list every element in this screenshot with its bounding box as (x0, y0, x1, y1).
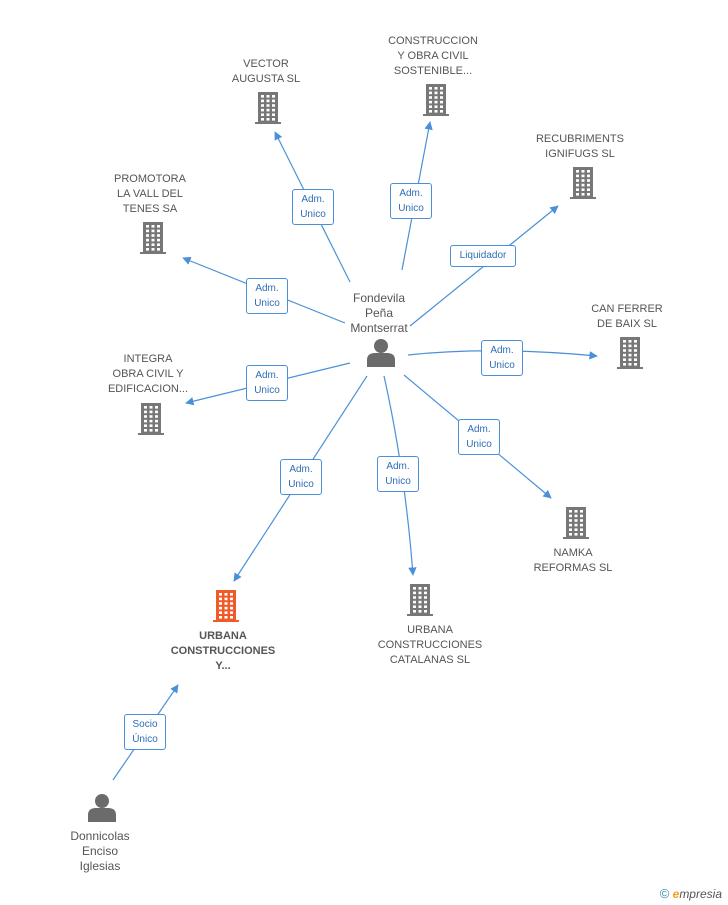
company-label-integra[interactable]: INTEGRA OBRA CIVIL Y EDIFICACION... (107, 353, 189, 395)
role-badge-urbana_cc[interactable]: Adm. Unico (377, 456, 419, 492)
icon-layer (88, 84, 643, 822)
building-icon-recubriments[interactable] (570, 167, 596, 199)
company-label-urbana_cc[interactable]: URBANA CONSTRUCCIONES CATALANAS SL (377, 624, 483, 666)
building-icon-promotora[interactable] (140, 222, 166, 254)
role-badge-canferrer[interactable]: Adm. Unico (481, 340, 523, 376)
role-badge-construccion[interactable]: Adm. Unico (390, 183, 432, 219)
company-label-construccion[interactable]: CONSTRUCCION Y OBRA CIVIL SOSTENIBLE... (388, 35, 478, 77)
edge-layer (112, 121, 598, 781)
brand-name: mpresia (679, 887, 722, 901)
person-label-fondevila[interactable]: Fondevila Peña Montserrat (350, 291, 408, 335)
role-badge-recubriments[interactable]: Liquidador (450, 245, 516, 267)
company-label-recubriments[interactable]: RECUBRIMENTS IGNIFUGS SL (535, 133, 624, 160)
company-label-vector[interactable]: VECTOR AUGUSTA SL (231, 58, 301, 85)
role-badge-vector[interactable]: Adm. Unico (292, 189, 334, 225)
company-label-canferrer[interactable]: CAN FERRER DE BAIX SL (591, 303, 663, 330)
copyright-symbol: © (659, 886, 670, 901)
building-icon-urbana_cc[interactable] (407, 584, 433, 616)
company-label-promotora[interactable]: PROMOTORA LA VALL DEL TENES SA (114, 173, 186, 215)
person-label-donnicolas[interactable]: Donnicolas Enciso Iglesias (70, 829, 130, 873)
brand-logo: © empresia (660, 886, 722, 901)
building-icon-namka[interactable] (563, 507, 589, 539)
company-label-urbana_main[interactable]: URBANA CONSTRUCCIONES Y... (170, 630, 276, 672)
building-icon-integra[interactable] (138, 403, 164, 435)
person-icon-donnicolas[interactable] (88, 794, 116, 822)
role-badge-urbana_main-socio[interactable]: Socio Único (124, 714, 166, 750)
person-icon-fondevila[interactable] (367, 339, 395, 367)
building-icon-construccion[interactable] (423, 84, 449, 116)
building-icon-vector[interactable] (255, 92, 281, 124)
role-badge-namka[interactable]: Adm. Unico (458, 419, 500, 455)
role-badge-promotora[interactable]: Adm. Unico (246, 278, 288, 314)
building-icon-urbana_main[interactable] (213, 590, 239, 622)
role-badge-integra[interactable]: Adm. Unico (246, 365, 288, 401)
brand-initial: e (672, 887, 680, 901)
role-badge-urbana_main[interactable]: Adm. Unico (280, 459, 322, 495)
building-icon-canferrer[interactable] (617, 337, 643, 369)
company-label-namka[interactable]: NAMKA REFORMAS SL (533, 547, 613, 574)
